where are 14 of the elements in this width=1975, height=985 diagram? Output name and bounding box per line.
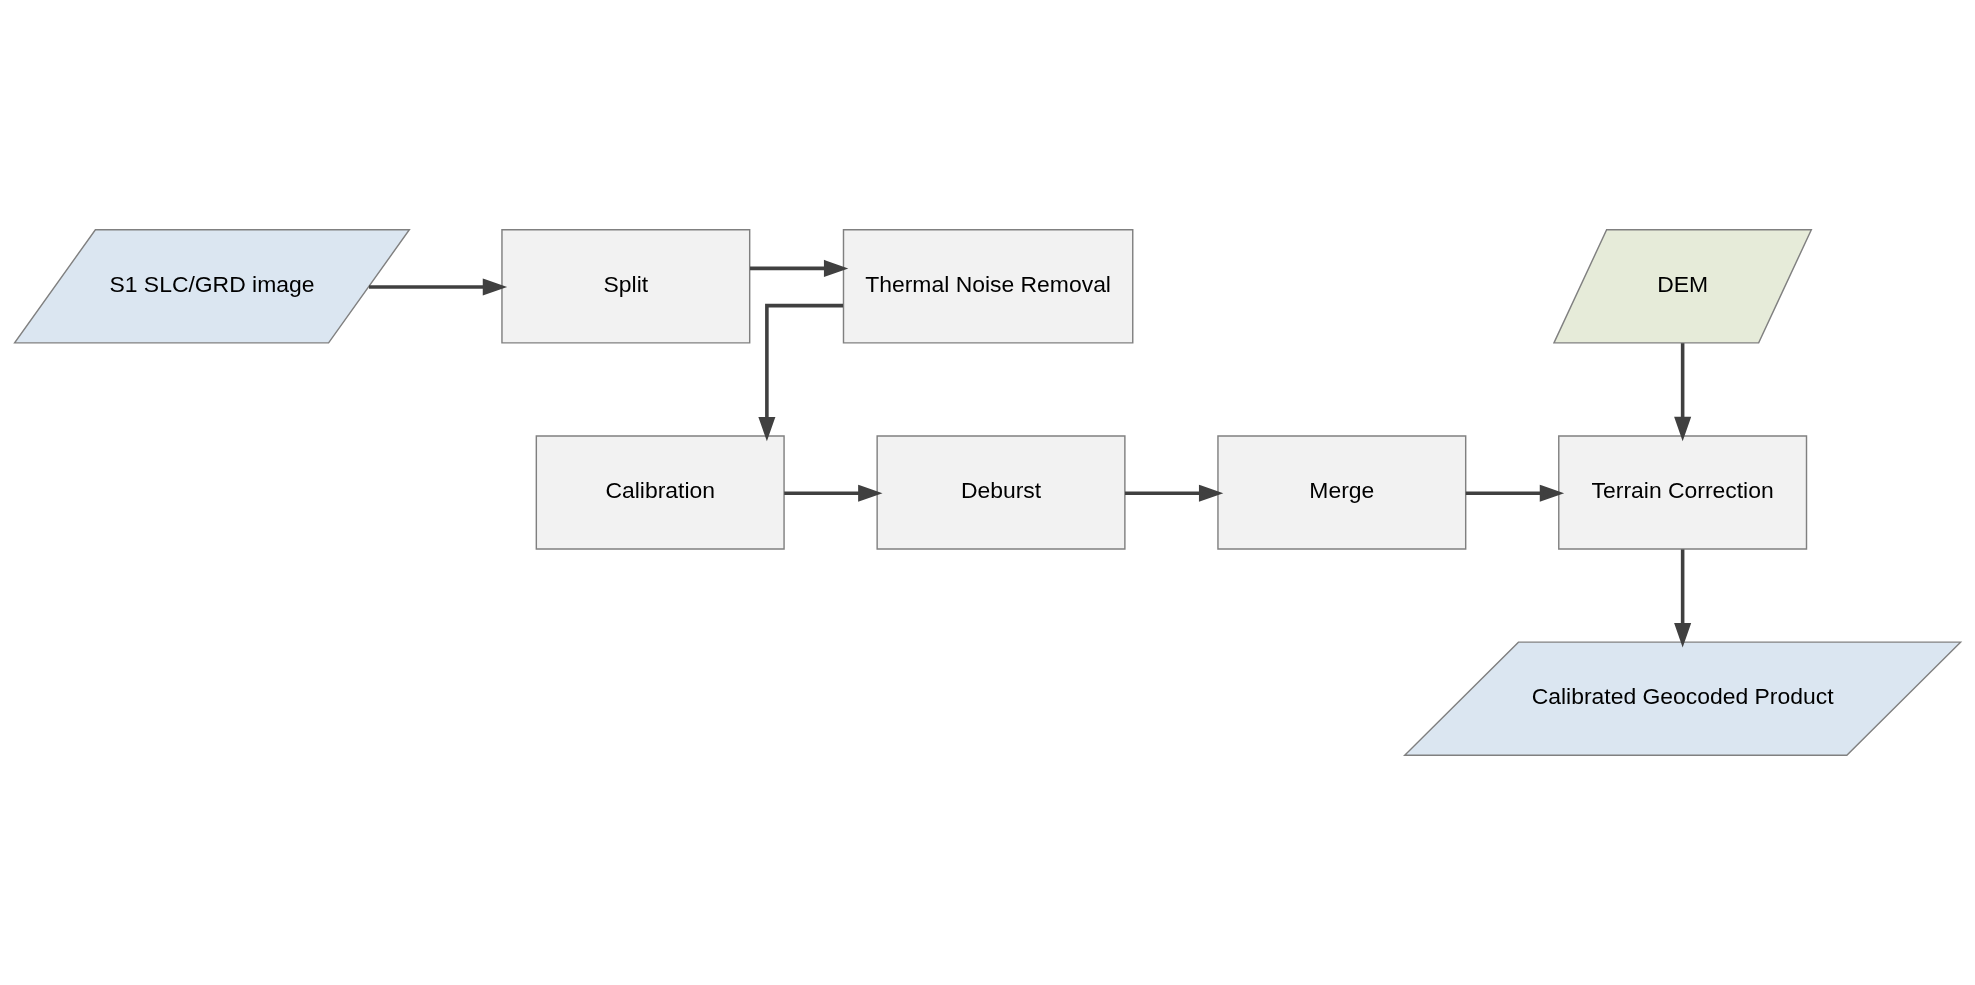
node-box: Merge <box>1217 435 1467 550</box>
node-box: Calibration <box>535 435 785 550</box>
arrow <box>750 259 849 277</box>
node-box: Thermal Noise Removal <box>842 229 1134 344</box>
arrow <box>1125 484 1224 502</box>
arrow <box>1674 343 1692 442</box>
arrow <box>1674 549 1692 648</box>
node-box: Deburst <box>876 435 1126 550</box>
arrow <box>1465 484 1565 502</box>
arrow <box>758 303 843 442</box>
arrow <box>369 278 508 296</box>
node-box: Split <box>501 229 751 344</box>
node-box: Terrain Correction <box>1558 435 1808 550</box>
arrow <box>784 484 883 502</box>
